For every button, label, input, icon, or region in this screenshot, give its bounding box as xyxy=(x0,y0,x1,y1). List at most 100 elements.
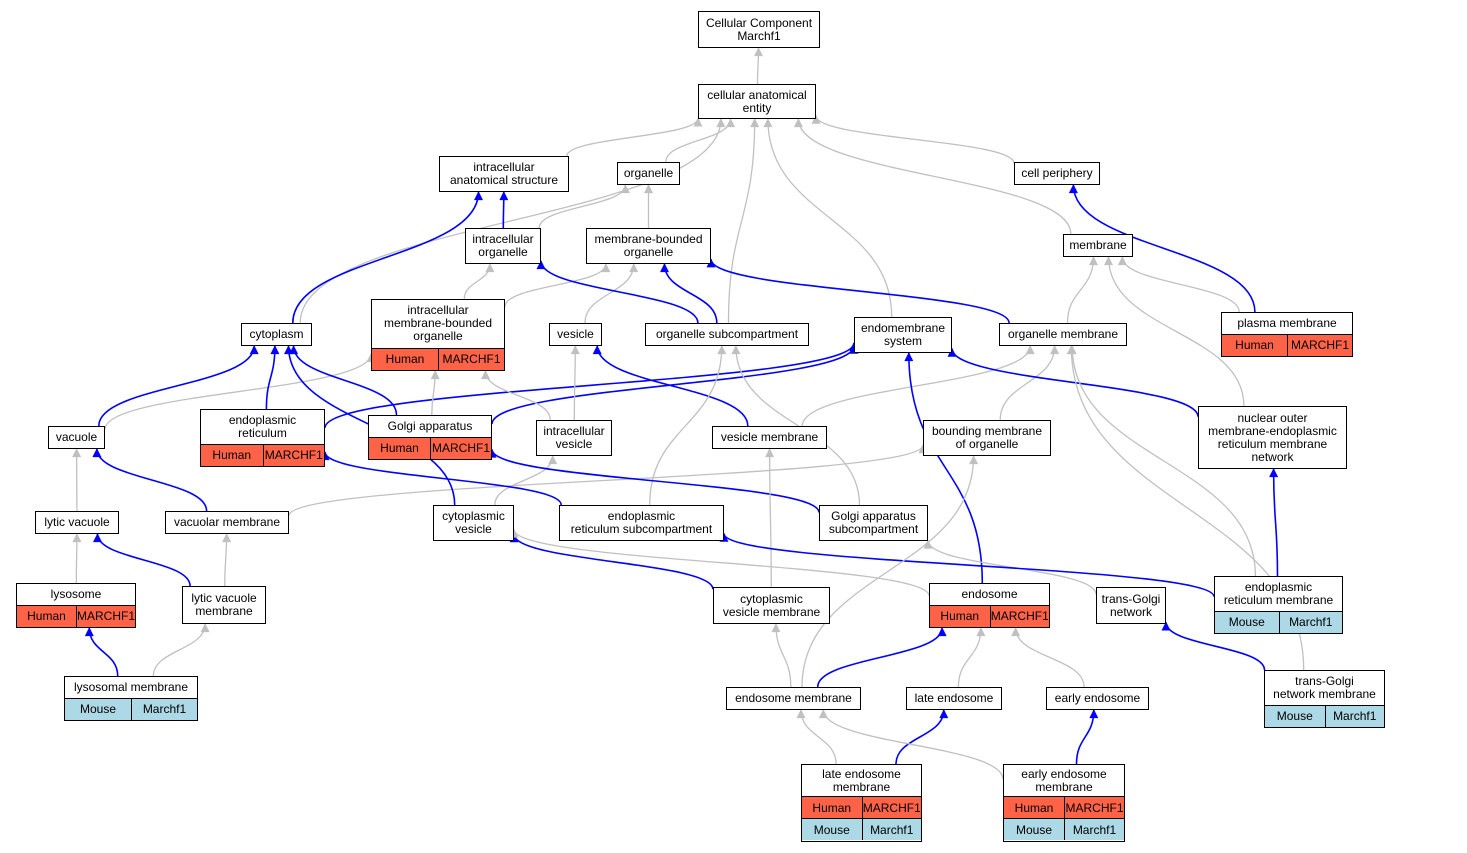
edge-part-of-endosome-to-endomembrane-system xyxy=(904,352,984,584)
node-intracellular-organelle[interactable]: intracellular organelle xyxy=(465,228,541,264)
node-membrane-bounded-organelle[interactable]: membrane-bounded organelle xyxy=(586,228,711,264)
node-label: endoplasmic reticulum subcompartment xyxy=(570,509,713,536)
node-er-subcompartment[interactable]: endoplasmic reticulum subcompartment xyxy=(559,505,724,541)
edge-part-of-er-membrane-to-er-subcompartment xyxy=(719,532,1215,598)
edge-is-a-cellular-anatomical-entity-to-cellular-component xyxy=(753,47,763,85)
edge-is-a-intracellular-vesicle-to-intracellular-membrane-bounded-organelle xyxy=(481,370,551,421)
edge-part-of-early-endosome-membrane-to-early-endosome xyxy=(1075,709,1099,765)
edge-is-a-early-endosome-membrane-to-endosome-membrane xyxy=(818,709,1004,780)
species-cell: Human xyxy=(369,437,430,459)
edge-is-a-intracellular-anatomical-structure-to-cellular-anatomical-entity xyxy=(566,117,703,157)
node-cellular-component[interactable]: Cellular Component Marchf1 xyxy=(698,11,820,48)
node-lytic-vacuole-membrane[interactable]: lytic vacuole membrane xyxy=(182,586,266,624)
species-cell: Human xyxy=(930,605,990,627)
node-membrane[interactable]: membrane xyxy=(1063,234,1133,257)
edge-is-a-er-subcompartment-to-organelle-subcompartment xyxy=(649,345,727,506)
gene-cell: Marchf1 xyxy=(861,819,921,841)
edge-is-a-nuclear-outer-membrane-to-membrane xyxy=(1104,256,1245,407)
node-label: intracellular organelle xyxy=(472,232,534,259)
edge-is-a-organelle-membrane-to-membrane xyxy=(1066,256,1098,324)
species-cell: Mouse xyxy=(1004,819,1064,841)
edge-part-of-intracellular-organelle-to-intracellular-anatomical-structure xyxy=(499,191,509,229)
node-endomembrane-system[interactable]: endomembrane system xyxy=(854,317,952,353)
node-vacuole[interactable]: vacuole xyxy=(48,426,105,449)
node-vesicle[interactable]: vesicle xyxy=(549,323,602,346)
node-organelle[interactable]: organelle xyxy=(617,162,680,185)
edge-is-a-intracellular-organelle-to-organelle xyxy=(538,184,630,229)
node-bounding-membrane-of-organelle[interactable]: bounding membrane of organelle xyxy=(923,420,1051,456)
edge-is-a-intracellular-membrane-bounded-organelle-to-intracellular-organelle xyxy=(463,263,495,300)
edge-is-a-er-membrane-to-organelle-membrane xyxy=(1067,345,1257,577)
node-vacuolar-membrane[interactable]: vacuolar membrane xyxy=(165,511,289,534)
node-organelle-membrane[interactable]: organelle membrane xyxy=(999,323,1127,346)
species-cell: Human xyxy=(372,348,438,370)
edge-is-a-late-endosome-to-endosome xyxy=(957,627,986,688)
node-intracellular-membrane-bounded-organelle[interactable]: intracellular membrane-bounded organelle… xyxy=(371,299,505,371)
node-cytoplasm[interactable]: cytoplasm xyxy=(241,323,312,346)
node-endosome-membrane[interactable]: endosome membrane xyxy=(726,687,861,710)
edge-part-of-cytoplasm-to-intracellular-anatomical-structure xyxy=(292,191,483,324)
node-early-endosome[interactable]: early endosome xyxy=(1046,687,1149,710)
node-label: plasma membrane xyxy=(1237,315,1337,330)
edge-is-a-cytoplasm-to-cellular-anatomical-entity xyxy=(299,118,726,324)
node-label: membrane xyxy=(1069,238,1127,252)
gene-cell: MARCHF1 xyxy=(989,605,1049,627)
edge-part-of-plasma-membrane-to-cell-periphery xyxy=(1068,184,1256,313)
node-label: vesicle membrane xyxy=(720,430,819,444)
edge-is-a-endosome-membrane-to-cytoplasmic-vesicle-membrane xyxy=(771,623,792,688)
node-label: lytic vacuole xyxy=(44,515,110,529)
node-label: cytoplasmic vesicle xyxy=(442,509,505,536)
node-label: endosome xyxy=(961,586,1018,601)
edge-part-of-organelle-subcompartment-to-membrane-bounded-organelle xyxy=(660,263,718,324)
edge-is-a-vacuole-to-intracellular-membrane-bounded-organelle xyxy=(104,353,376,430)
node-nuclear-outer-membrane[interactable]: nuclear outer membrane-endoplasmic retic… xyxy=(1198,406,1347,469)
edge-part-of-vacuolar-membrane-to-vacuole xyxy=(92,448,208,512)
species-cell: Mouse xyxy=(1215,611,1279,633)
node-label: organelle xyxy=(623,166,674,180)
node-cytoplasmic-vesicle-membrane[interactable]: cytoplasmic vesicle membrane xyxy=(713,587,830,624)
node-cellular-anatomical-entity[interactable]: cellular anatomical entity xyxy=(698,84,816,119)
edge-is-a-lysosome-to-lytic-vacuole xyxy=(72,533,82,584)
edge-is-a-vesicle-membrane-to-organelle-membrane xyxy=(801,345,1035,427)
edge-is-a-late-endosome-membrane-to-endosome-membrane xyxy=(796,709,837,765)
node-label: organelle subcompartment xyxy=(655,327,799,341)
node-label: lysosomal membrane xyxy=(73,679,189,694)
species-cell: Human xyxy=(1222,334,1287,356)
node-vesicle-membrane[interactable]: vesicle membrane xyxy=(712,426,827,449)
node-label: intracellular anatomical structure xyxy=(449,160,559,187)
node-late-endosome[interactable]: late endosome xyxy=(906,687,1002,710)
node-label: lysosome xyxy=(50,586,102,601)
node-label: cytoplasmic vesicle membrane xyxy=(722,591,821,619)
edge-part-of-golgi-subcompartment-to-golgi-apparatus xyxy=(487,448,820,513)
edge-is-a-lysosomal-membrane-to-lytic-vacuole-membrane xyxy=(152,623,210,677)
node-label: Golgi apparatus xyxy=(387,418,473,433)
node-lytic-vacuole[interactable]: lytic vacuole xyxy=(35,511,119,534)
node-trans-golgi-network[interactable]: trans-Golgi network xyxy=(1096,587,1166,624)
node-organelle-subcompartment[interactable]: organelle subcompartment xyxy=(645,323,809,346)
node-golgi-subcompartment[interactable]: Golgi apparatus subcompartment xyxy=(819,505,928,541)
edge-is-a-vacuolar-membrane-to-bounding-membrane-of-organelle xyxy=(288,444,928,516)
edge-is-a-intracellular-membrane-bounded-organelle-to-membrane-bounded-organelle xyxy=(504,263,611,307)
gene-cell: MARCHF1 xyxy=(438,348,504,370)
node-intracellular-anatomical-structure[interactable]: intracellular anatomical structure xyxy=(439,156,569,192)
node-label: vacuole xyxy=(55,430,98,444)
edge-is-a-golgi-apparatus-to-intracellular-membrane-bounded-organelle xyxy=(430,370,440,416)
node-intracellular-vesicle[interactable]: intracellular vesicle xyxy=(536,420,612,456)
node-cell-periphery[interactable]: cell periphery xyxy=(1014,162,1100,185)
node-cytoplasmic-vesicle[interactable]: cytoplasmic vesicle xyxy=(433,505,514,541)
edge-part-of-nuclear-outer-membrane-to-endomembrane-system xyxy=(947,347,1199,418)
